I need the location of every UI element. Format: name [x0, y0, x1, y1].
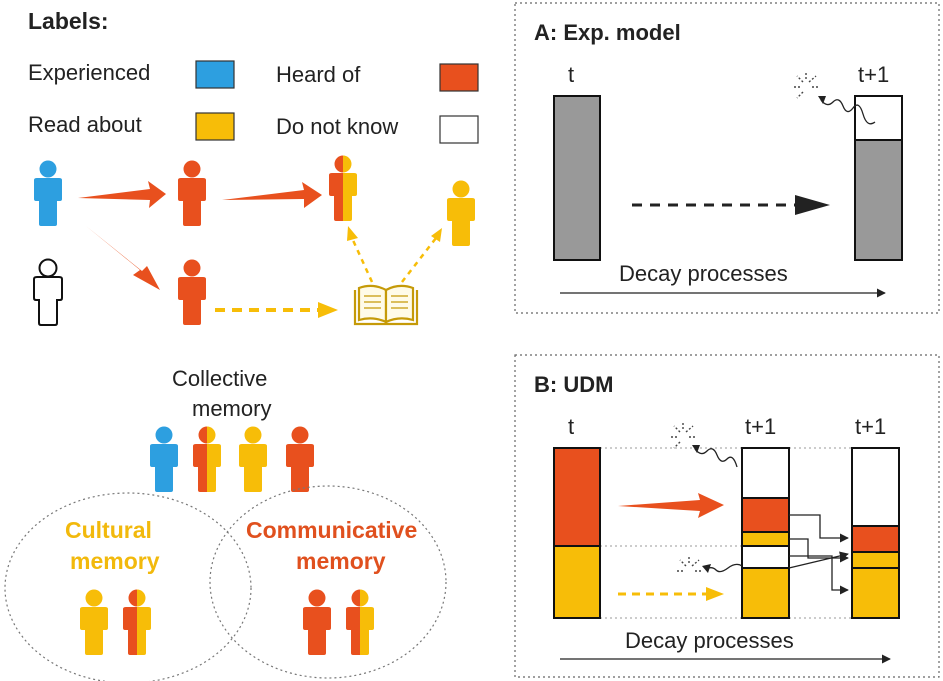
- legend-label-read-about: Read about: [28, 112, 142, 137]
- legend-swatch-experienced: [195, 60, 235, 89]
- person-icon-heard-2: [178, 259, 206, 325]
- book-icon: [353, 284, 419, 326]
- panel-a-frame: [514, 2, 940, 314]
- arrow-icon-exp-to-heard-2: [86, 226, 160, 290]
- person-icon-collective-2: [193, 426, 221, 492]
- person-icon-collective-1: [150, 426, 178, 492]
- panel-b-bar-t-read: [553, 545, 601, 619]
- cultural-memory-label-1: Cultural: [65, 517, 152, 543]
- person-icon-communicative-2: [346, 589, 374, 655]
- panel-b-bar-mid-read: [741, 567, 790, 619]
- person-icon-collective-3: [239, 426, 267, 492]
- arrow-icon-panel-a: [795, 195, 830, 215]
- panel-b-t1-label-b: t+1: [855, 414, 887, 439]
- panel-b-bar-mid-heard: [741, 497, 790, 533]
- arrow-icon-heard-to-mixed: [222, 182, 322, 208]
- person-icon-mixed: [329, 155, 357, 221]
- collective-memory-label-2: memory: [192, 396, 272, 421]
- panel-b-bar-right-read: [851, 567, 900, 619]
- panel-a-bar-t1: [854, 139, 903, 261]
- person-icon-collective-4: [286, 426, 314, 492]
- panel-a-decay-label: Decay processes: [619, 261, 788, 286]
- arrow-icon-exp-to-heard: [78, 181, 166, 208]
- panel-a-bar-t1-top: [854, 95, 903, 141]
- cultural-memory-circle: [4, 492, 252, 681]
- person-icon-unknown: [33, 258, 63, 326]
- communicative-memory-circle: [209, 485, 447, 679]
- panel-b-bar-t-heard: [553, 447, 601, 547]
- arrow-icon-panel-b-heard: [618, 493, 724, 518]
- person-icon-cultural-1: [80, 589, 108, 655]
- panel-b-t-label: t: [568, 414, 575, 439]
- collective-memory-label-1: Collective: [172, 366, 268, 391]
- communicative-memory-label-1: Communicative: [246, 517, 418, 543]
- person-icon-heard-1: [178, 160, 206, 226]
- panel-b-t1-label-a: t+1: [745, 414, 777, 439]
- cultural-memory-label-2: memory: [70, 548, 160, 574]
- panel-b-frame: [514, 354, 940, 678]
- arrow-icon-to-book: [318, 302, 338, 318]
- spark-icon-panel-a: [792, 71, 819, 99]
- panel-a-t1-label: t+1: [858, 62, 890, 87]
- labels-title: Labels:: [28, 8, 109, 34]
- legend-swatch-do-not-know: [439, 115, 479, 144]
- panel-b-decay-label: Decay processes: [625, 628, 794, 653]
- person-icon-communicative-1: [303, 589, 331, 655]
- panel-a-t-label: t: [568, 62, 575, 87]
- person-icon-read: [447, 180, 475, 246]
- arrow-icon-panel-b-read: [706, 587, 724, 601]
- legend-swatch-heard-of: [439, 63, 479, 92]
- panel-a-bar-t: [553, 95, 601, 261]
- legend-label-do-not-know: Do not know: [276, 114, 399, 139]
- person-icon-experienced: [34, 160, 62, 226]
- communicative-memory-label-2: memory: [296, 548, 386, 574]
- person-icon-cultural-2: [123, 589, 151, 655]
- spark-icon-panel-b-2: [675, 555, 702, 572]
- spark-icon-panel-b-1: [669, 421, 696, 449]
- panel-a-title: A: Exp. model: [534, 20, 681, 45]
- legend-swatch-read-about: [195, 112, 235, 141]
- panel-b-bar-right-heard: [851, 525, 900, 553]
- panel-b-title: B: UDM: [534, 372, 614, 397]
- legend-label-heard-of: Heard of: [276, 62, 361, 87]
- legend-label-experienced: Experienced: [28, 60, 151, 85]
